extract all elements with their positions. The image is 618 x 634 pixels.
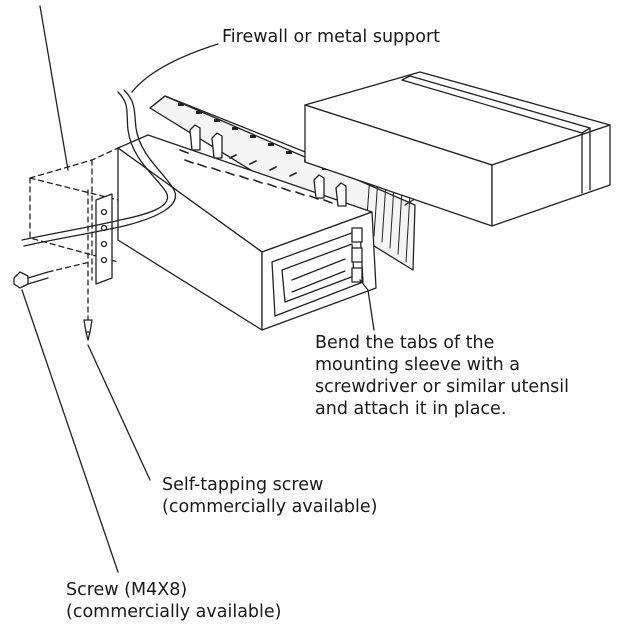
screw-m4x8-line-1: Screw (M4X8) — [66, 580, 188, 600]
head-unit — [304, 71, 611, 227]
self-tapping-line-1: Self-tapping screw — [162, 475, 324, 495]
bend-tabs-line-4: and attach it in place. — [315, 399, 507, 419]
metal-strap — [21, 89, 177, 247]
self-tapping-screw — [83, 189, 93, 341]
leader-top — [39, 5, 69, 171]
screw-m4x8-line-2: (commercially available) — [66, 602, 282, 622]
firewall-label: Firewall or metal support — [222, 26, 440, 48]
leader-screw — [21, 289, 119, 573]
bend-tabs-line-3: screwdriver or similar utensil — [315, 377, 570, 397]
self-tapping-screw-label: Self-tapping screw (commercially availab… — [162, 474, 378, 518]
bend-tabs-label: Bend the tabs of the mounting sleeve wit… — [315, 332, 569, 420]
leader-bend — [359, 279, 375, 331]
rear-bracket — [29, 147, 119, 285]
firewall-label-text: Firewall or metal support — [222, 27, 441, 47]
leader-firewall — [131, 43, 219, 93]
leader-lines — [21, 5, 375, 573]
self-tapping-line-2: (commercially available) — [162, 497, 378, 517]
bend-tabs-line-1: Bend the tabs of the — [315, 333, 495, 353]
screw-m4x8-label: Screw (M4X8) (commercially available) — [66, 579, 282, 623]
mounting-sleeve — [117, 124, 377, 331]
screw-m4x8 — [13, 261, 91, 289]
bend-tabs-line-2: mounting sleeve with a — [315, 355, 521, 375]
leader-self-tapping — [87, 344, 151, 481]
